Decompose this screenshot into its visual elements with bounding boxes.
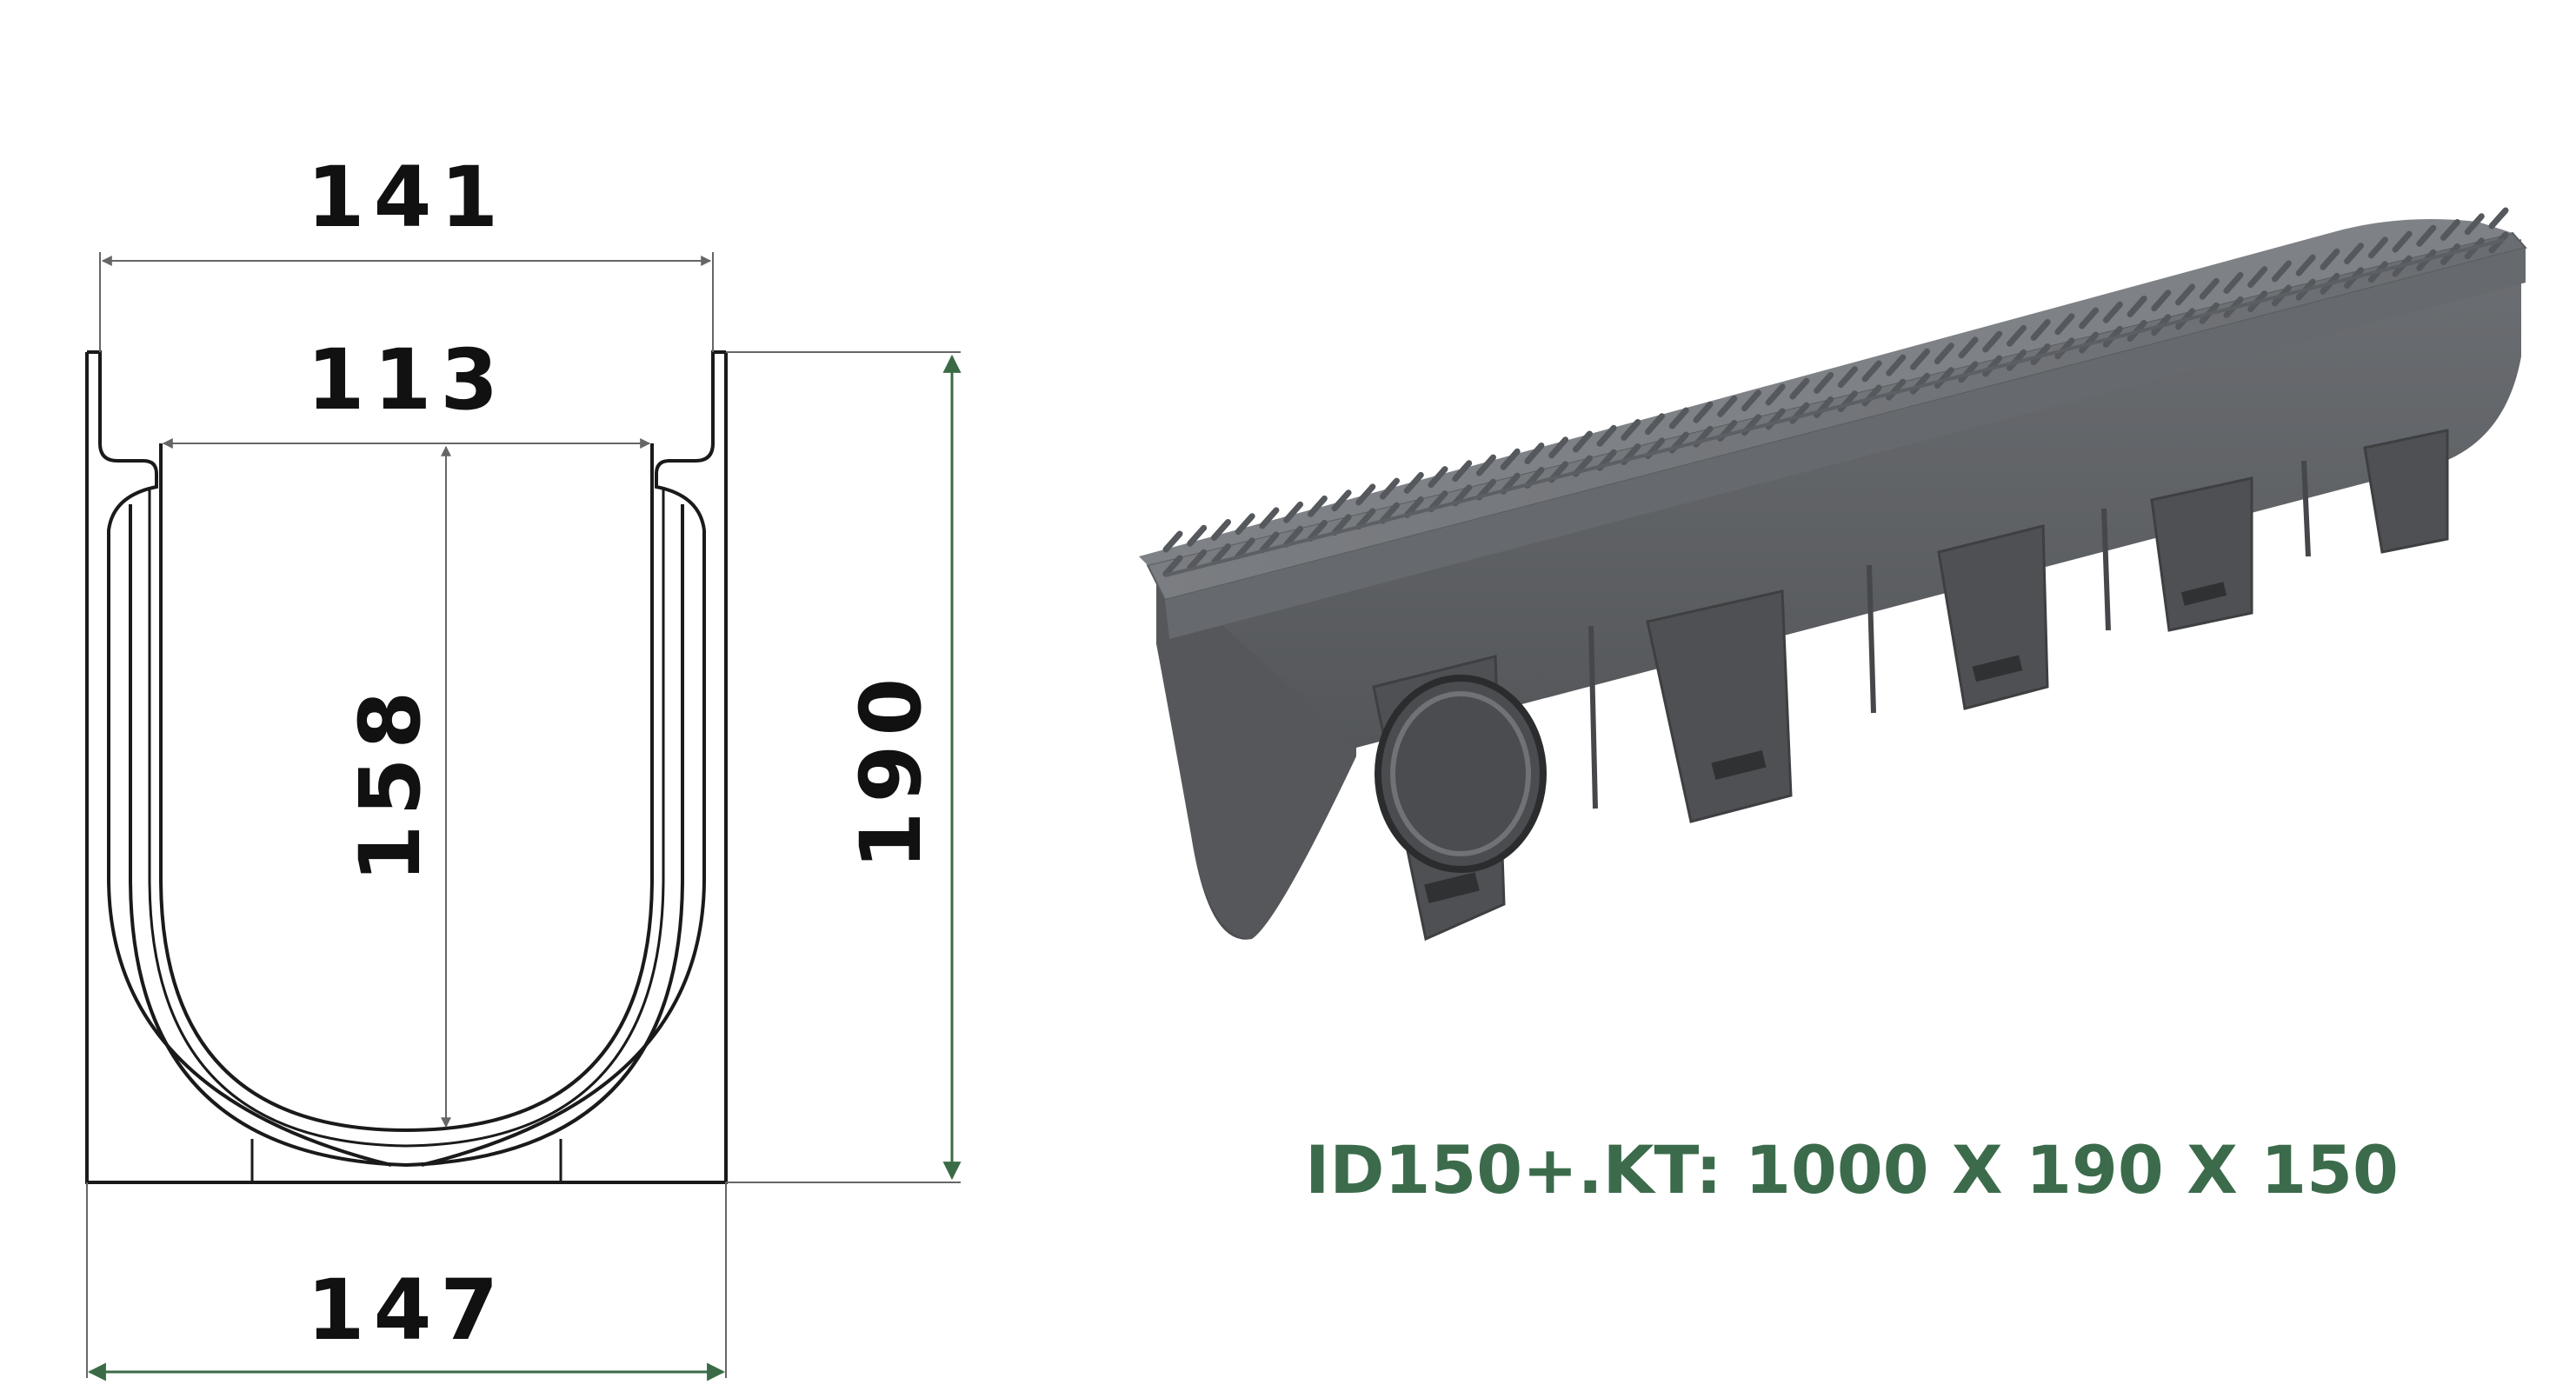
grate-slot — [1741, 389, 1761, 412]
grate-slot — [1765, 383, 1786, 406]
base-feet — [250, 1139, 562, 1182]
grate-slot — [1596, 424, 1617, 447]
dim-total-height: 190 — [842, 669, 940, 869]
grate-slot — [1355, 508, 1376, 530]
grate-slot — [1162, 555, 1183, 577]
rib-slots — [1424, 582, 2227, 903]
grate-slot — [1693, 401, 1714, 423]
grate-slot — [2247, 266, 2268, 289]
grate-slot — [1645, 413, 1665, 436]
grate-slot — [1861, 360, 1882, 383]
grate-slot — [1524, 443, 1545, 464]
grate-slot — [2007, 324, 2027, 347]
channel-outer-profile — [85, 352, 728, 1184]
inner-channel-surface — [159, 443, 654, 1133]
right-lip — [421, 350, 726, 1167]
grate-slot — [1621, 419, 1641, 441]
grate-slot — [1958, 361, 1979, 383]
grate-slot — [2199, 277, 2220, 300]
grate-slot — [1668, 407, 1689, 429]
grate-slot — [2440, 219, 2460, 241]
grate-slot — [1886, 354, 1907, 376]
grate-slot — [1717, 395, 1738, 417]
dim-top-outer-width: 141 — [307, 149, 507, 246]
grate-slot — [2079, 307, 2100, 330]
channel-body-side — [1156, 239, 2521, 940]
grate-slot — [2416, 224, 2437, 247]
grate-slot — [2127, 296, 2147, 317]
grate-slot — [1982, 330, 2003, 353]
grate-slot — [2488, 207, 2509, 230]
grate-top-surface — [1139, 218, 2513, 565]
grate-slot — [1934, 343, 1954, 365]
dim-inner-width: 113 — [307, 331, 507, 429]
grate-slot — [2223, 271, 2244, 294]
grate-slot — [1572, 430, 1593, 453]
grate-slot — [2392, 230, 2413, 253]
grate-slot — [1235, 513, 1255, 536]
grate-slot — [1211, 519, 1231, 541]
grate-slot — [2030, 319, 2051, 341]
grate-slot — [1814, 371, 1834, 394]
grate-slot — [1162, 530, 1183, 553]
grate-slot — [2344, 243, 2365, 265]
grate-slot — [2007, 349, 2027, 371]
grate-slot — [1211, 543, 1231, 565]
grate-slot — [1403, 496, 1424, 518]
grate-slot — [1259, 507, 1280, 529]
grate-slot — [2320, 248, 2340, 270]
pipe-outlet — [1375, 675, 1547, 873]
grate-slot — [1500, 448, 1521, 470]
grate-slot — [1259, 531, 1280, 554]
grate-slot — [1283, 501, 1304, 523]
grate-slot — [1331, 514, 1352, 536]
grate-slot — [1235, 537, 1255, 560]
left-lip — [87, 350, 392, 1167]
body-ridges — [1588, 460, 2311, 809]
grate-front-rim — [1165, 248, 2526, 639]
grate-slot — [1982, 355, 2003, 377]
grate-slot — [1476, 454, 1496, 476]
grate-slot — [1428, 466, 1448, 489]
grate-slot — [1380, 477, 1400, 500]
grate-slot — [2464, 213, 2485, 236]
grate-slot — [2295, 254, 2316, 276]
dim-inner-depth: 158 — [342, 682, 439, 882]
grate-slot — [2367, 236, 2388, 259]
cross-section-drawing: 141 113 158 190 147 — [85, 149, 962, 1381]
grate-slot — [1789, 377, 1810, 400]
model-label: ID150+.KT: 1000 X 190 X 150 — [1305, 1131, 2399, 1208]
grate-slot — [1331, 489, 1352, 512]
grate-slot — [1403, 471, 1424, 494]
grate-slot — [1187, 524, 1208, 547]
grate-slot — [2272, 260, 2292, 283]
grate-slot — [2054, 313, 2075, 336]
channel-end-face — [1156, 565, 1356, 939]
grate-slot — [1958, 336, 1979, 359]
grate-slot — [1910, 348, 1930, 370]
grate-slot — [1548, 436, 1569, 459]
grate-slot — [1837, 366, 1858, 389]
grate-slot — [2175, 283, 2195, 306]
inner-channel-wall — [148, 487, 665, 1148]
grate-slot — [1283, 525, 1304, 548]
grate-slot — [1307, 519, 1328, 542]
grate-slot — [1355, 483, 1376, 506]
dim-bottom-width: 147 — [307, 1262, 507, 1359]
grate-slot — [1452, 460, 1473, 483]
grate-slot — [2151, 290, 2172, 312]
grate-slot — [2102, 301, 2123, 323]
product-illustration: ID150+.KT: 1000 X 190 X 150 — [1139, 207, 2527, 1208]
grate-slot — [1307, 495, 1328, 517]
grate-slot — [1187, 549, 1208, 571]
grate-slot — [1380, 502, 1400, 524]
inner-liner-outer — [129, 504, 684, 1168]
